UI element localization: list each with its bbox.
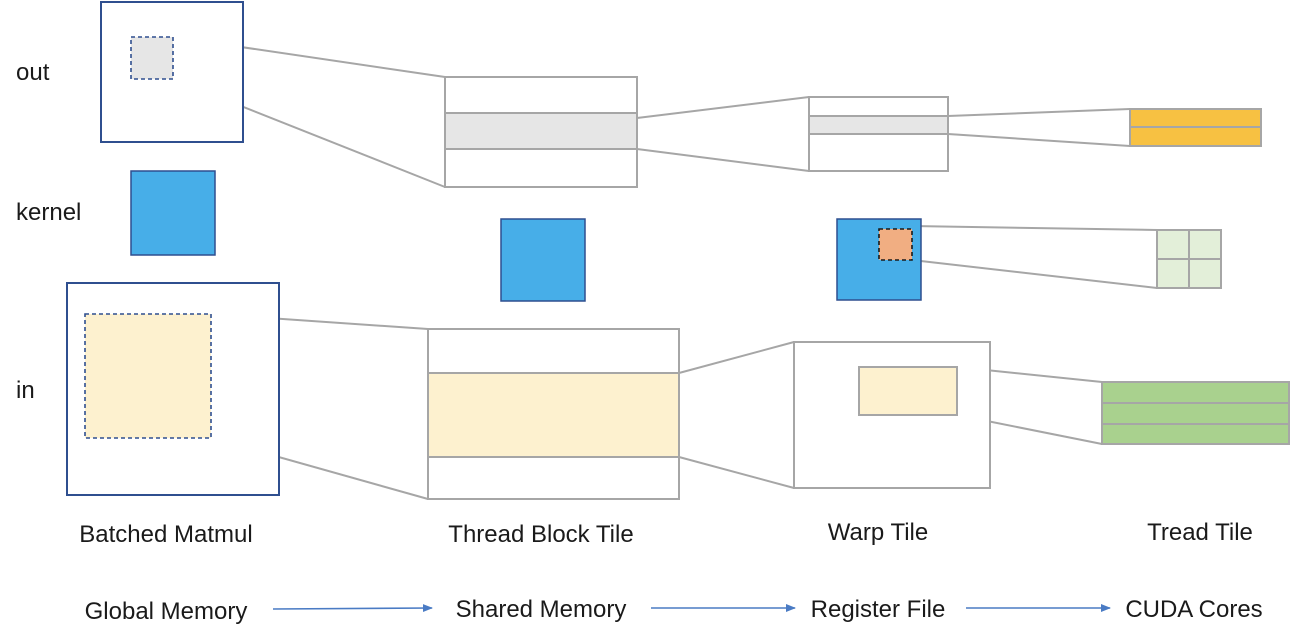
stage-label-warp-tile: Warp Tile: [828, 519, 928, 546]
row-label-kernel: kernel: [16, 199, 81, 226]
memory-level-cuda-cores: CUDA Cores: [1125, 596, 1262, 623]
memory-level-shared: Shared Memory: [456, 596, 627, 623]
warp-kernel-selection: [878, 228, 913, 261]
global-in-matrix: [66, 282, 280, 496]
stage-label-thread-block-tile: Thread Block Tile: [448, 521, 633, 548]
warp-in-tile: [793, 341, 991, 489]
hierarchy-arrows: [272, 604, 1111, 613]
connector-line: [947, 133, 1131, 147]
row-label-in: in: [16, 377, 35, 404]
thread-block-kernel-tile: [500, 218, 586, 302]
stage-label-thread-tile: Tread Tile: [1147, 519, 1253, 546]
connector-line: [947, 108, 1131, 117]
warp-kernel-tile: [836, 218, 922, 301]
in-tile-selection: [84, 313, 212, 439]
stage-label-batched-matmul: Batched Matmul: [79, 521, 252, 548]
connector-line: [636, 148, 810, 172]
memory-level-global: Global Memory: [85, 598, 248, 625]
warp-out-tile: [808, 96, 949, 172]
connector-line: [911, 259, 1158, 289]
thread-in-tile: [1101, 381, 1290, 445]
thread-kernel-tile: [1156, 229, 1222, 289]
thread-out-tile: [1129, 108, 1262, 147]
row-label-out: out: [16, 59, 50, 86]
memory-level-register: Register File: [811, 596, 946, 623]
out-row-band: [444, 112, 638, 150]
warp-in-selection: [858, 366, 958, 416]
global-out-matrix: [100, 1, 244, 143]
thread-block-out-tile: [444, 76, 638, 188]
out-tile-selection: [130, 36, 174, 80]
connector-line: [911, 225, 1158, 231]
arrow-right-icon: [272, 604, 433, 613]
thread-block-in-tile: [427, 328, 680, 500]
global-kernel-matrix: [130, 170, 216, 256]
connector-line: [678, 456, 795, 489]
connector-line: [678, 341, 795, 374]
warp-out-band: [808, 115, 949, 135]
in-row-band: [427, 372, 680, 458]
connector-line: [636, 96, 810, 119]
